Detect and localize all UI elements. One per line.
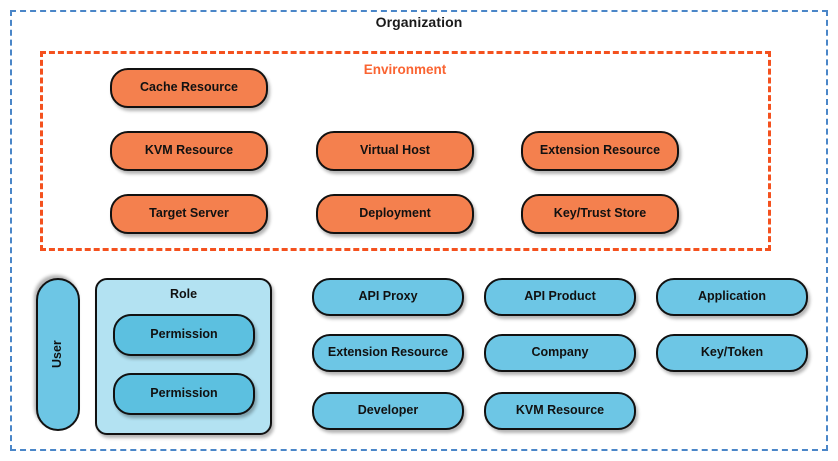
node-deployment[interactable]: Deployment <box>316 194 474 234</box>
node-extension-resource[interactable]: Extension Resource <box>521 131 679 171</box>
node-org-developer[interactable]: Developer <box>312 392 464 430</box>
node-org-extension-resource[interactable]: Extension Resource <box>312 334 464 372</box>
organization-boundary <box>10 10 828 451</box>
node-org-api-product[interactable]: API Product <box>484 278 636 316</box>
node-org-application[interactable]: Application <box>656 278 808 316</box>
node-cache-resource[interactable]: Cache Resource <box>110 68 268 108</box>
node-user[interactable]: User <box>36 278 80 431</box>
node-org-key-token[interactable]: Key/Token <box>656 334 808 372</box>
node-permission-1[interactable]: Permission <box>113 314 255 356</box>
environment-boundary <box>40 51 771 251</box>
node-org-kvm-resource[interactable]: KVM Resource <box>484 392 636 430</box>
group-role-title: Role <box>169 287 198 301</box>
node-kvm-resource[interactable]: KVM Resource <box>110 131 268 171</box>
node-virtual-host[interactable]: Virtual Host <box>316 131 474 171</box>
environment-title: Environment <box>363 62 447 77</box>
organization-title: Organization <box>375 14 463 30</box>
node-key-trust-store[interactable]: Key/Trust Store <box>521 194 679 234</box>
node-target-server[interactable]: Target Server <box>110 194 268 234</box>
node-org-company[interactable]: Company <box>484 334 636 372</box>
node-org-api-proxy[interactable]: API Proxy <box>312 278 464 316</box>
node-permission-2[interactable]: Permission <box>113 373 255 415</box>
